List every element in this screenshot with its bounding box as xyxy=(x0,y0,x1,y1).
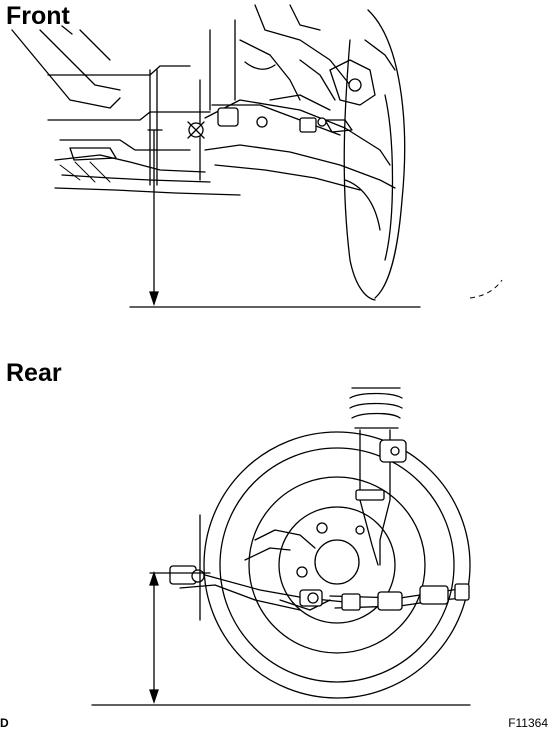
figure-id: F11364 xyxy=(508,716,548,730)
rear-section-title: Rear xyxy=(6,359,62,387)
front-section-title: Front xyxy=(6,2,70,30)
page-edge-mark: D xyxy=(0,716,9,730)
front-suspension-illustration xyxy=(11,4,503,308)
